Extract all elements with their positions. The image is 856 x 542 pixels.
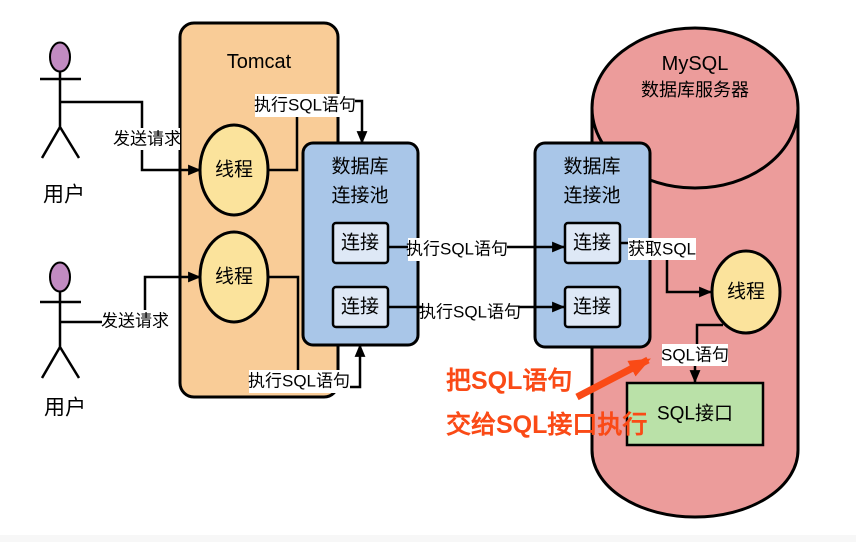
page-bottom-edge <box>0 535 856 542</box>
send-request1-label-bg <box>114 128 180 150</box>
exec-sql-mid-top-label-bg <box>408 238 507 261</box>
actor-body-2 <box>40 291 81 379</box>
sql-statement-label: SQL语句 <box>661 346 729 365</box>
mysql-title-line1: MySQL <box>662 53 729 75</box>
actor-user-2 <box>40 261 81 379</box>
line-thread-to-sqlstatement-label <box>695 323 723 344</box>
arrow-getsql-to-thread <box>665 260 713 298</box>
pool-left-title-line2: 连接池 <box>331 185 388 207</box>
exec-sql-bottom-label-bg <box>249 370 350 393</box>
connection-right-1-label: 连接 <box>573 232 611 254</box>
exec-sql-bottom-label: 执行SQL语句 <box>248 372 350 391</box>
connection-right-2-label: 连接 <box>573 296 611 318</box>
sql-interface-label: SQL接口 <box>657 403 733 425</box>
sql-statement-label-bg <box>662 344 728 366</box>
exec-sql-mid-top-label: 执行SQL语句 <box>406 240 508 259</box>
mysql-title-line2: 数据库服务器 <box>641 80 749 100</box>
send-request2-label-bg <box>102 310 168 332</box>
pool-left-title-line1: 数据库 <box>331 156 388 178</box>
exec-sql-top-label: 执行SQL语句 <box>254 96 356 115</box>
actor-user-1 <box>40 41 81 159</box>
get-sql-label-bg <box>628 238 696 260</box>
line-thread1-to-exec-label <box>268 117 299 172</box>
thread2-label: 线程 <box>215 266 253 288</box>
exec-sql-mid-bottom-label: 执行SQL语句 <box>419 303 521 322</box>
pool-right-title-line1: 数据库 <box>563 156 620 178</box>
annotation-arrow <box>575 356 651 401</box>
actor-body-1 <box>40 71 81 159</box>
sql-interface-box <box>625 381 765 447</box>
tomcat-title: Tomcat <box>227 51 292 73</box>
annotation-line1: 把SQL语句 <box>446 366 572 395</box>
thread1-label: 线程 <box>215 159 253 181</box>
arrow-exec-label-to-pool-top <box>355 99 368 145</box>
user2-label: 用户 <box>44 397 86 420</box>
line-thread2-to-exec-label <box>268 275 300 370</box>
actor-head-2 <box>49 261 71 293</box>
send-request2-label: 发送请求 <box>101 312 169 331</box>
annotation-line2: 交给SQL接口执行 <box>446 410 647 439</box>
get-sql-label: 获取SQL <box>628 240 696 259</box>
pool-right-title-line2: 连接池 <box>563 185 620 207</box>
user1-label: 用户 <box>43 184 85 207</box>
arrow-exec-label-to-pool-bottom <box>350 343 366 389</box>
exec-sql-top-label-bg <box>255 94 355 117</box>
actor-head-1 <box>49 41 71 73</box>
exec-sql-mid-bottom-label-bg <box>423 301 518 324</box>
connection-left-2-label: 连接 <box>341 296 379 318</box>
mysql-thread-label: 线程 <box>727 281 765 303</box>
send-request1-label: 发送请求 <box>113 130 181 149</box>
connection-box-left-1 <box>331 221 390 265</box>
connection-left-1-label: 连接 <box>341 232 379 254</box>
